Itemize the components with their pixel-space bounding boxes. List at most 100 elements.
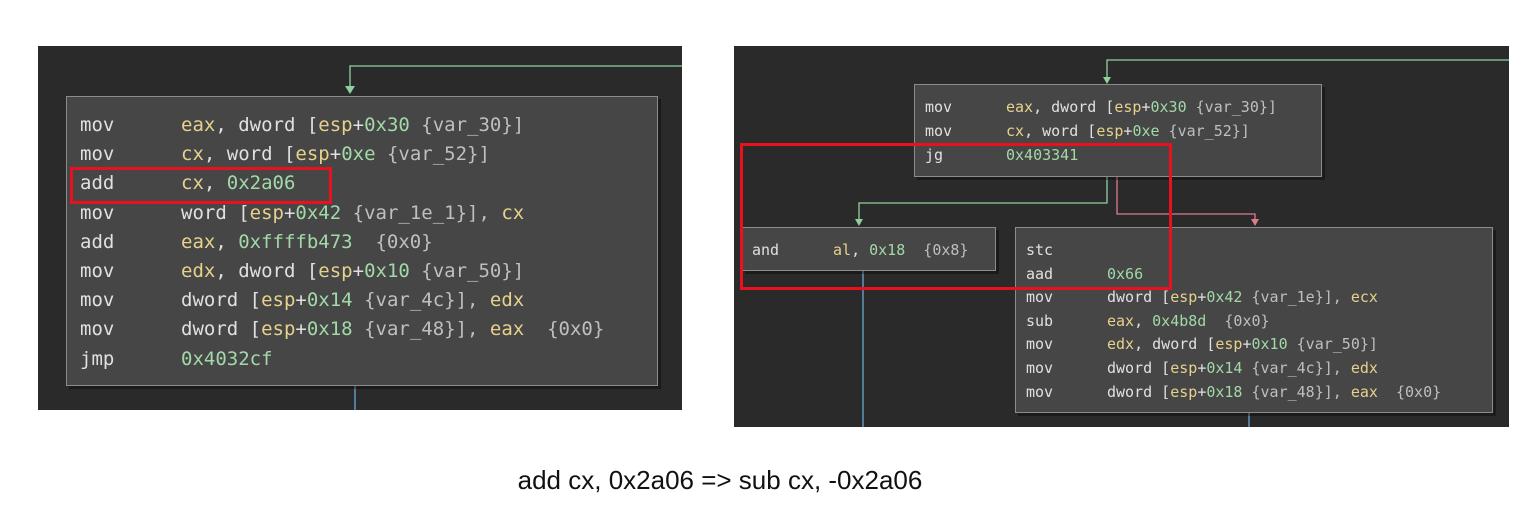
operand-token: esp	[1096, 122, 1124, 140]
incoming-edge-arrow	[1103, 77, 1111, 84]
operand-token: 0xe	[1132, 122, 1160, 140]
operand-token: ,	[851, 241, 870, 259]
operands: 0x4032cf	[181, 345, 273, 374]
operand-token: {var_52}]	[375, 143, 490, 166]
operand-token: esp	[318, 114, 353, 136]
operand-token: esp	[261, 289, 296, 312]
operand-token: {var_1e}],	[1242, 288, 1351, 307]
mnemonic: add	[80, 230, 115, 253]
mnemonic: jg	[925, 146, 944, 164]
caption: add cx, 0x2a06 => sub cx, -0x2a06	[517, 465, 923, 495]
operand-token: dword [	[1107, 382, 1171, 401]
operand-token: , dword [	[215, 260, 319, 282]
operands: 0x66	[1107, 263, 1143, 287]
operand-token: +	[1242, 335, 1252, 354]
operand-token: esp	[1170, 359, 1198, 377]
operand-token: +	[1197, 288, 1207, 307]
operand-token: {0x8}	[905, 241, 969, 259]
mnemonic: mov	[1026, 359, 1054, 377]
operand-token: , dword [	[1033, 98, 1115, 116]
incoming-edge-arrow	[345, 86, 355, 94]
true-branch-arrow	[855, 219, 863, 226]
operand-token: esp	[1114, 98, 1142, 116]
mnemonic: mov	[80, 143, 115, 166]
operand-token: {var_30}]	[1186, 98, 1277, 116]
operand-token: cx	[1006, 122, 1025, 140]
operand-token: esp	[295, 143, 330, 166]
operands: dword [esp+0x14 {var_4c}], edx	[1107, 357, 1378, 381]
basic-block-and[interactable]: and al, 0x18 {0x8}	[742, 227, 996, 271]
mnemonic: and	[752, 241, 780, 259]
false-branch-arrow	[1251, 219, 1259, 226]
operand-token: dword [	[181, 318, 262, 341]
operand-token: cx	[181, 172, 204, 195]
highlight-add-instruction	[70, 167, 332, 204]
operand-token: +	[352, 260, 365, 282]
operand-token: edx	[1350, 359, 1378, 377]
right-edges	[855, 59, 1509, 427]
operand-token: +	[1123, 122, 1133, 140]
operand-token: ,	[215, 230, 239, 253]
operand-token: 0x14	[306, 289, 353, 312]
mnemonic: mov	[80, 201, 115, 224]
operand-token: 0x10	[364, 260, 410, 282]
operand-token: 0x4032cf	[181, 347, 273, 370]
mnemonic: mov	[80, 114, 115, 136]
operands: word [esp+0x42 {var_1e_1}], cx	[181, 199, 524, 228]
operand-token: ,	[1134, 311, 1153, 330]
operand-token: {var_48}],	[352, 318, 490, 341]
operand-token: +	[1197, 359, 1207, 377]
operand-token: 0x403341	[1006, 146, 1079, 164]
operand-token: , dword [	[215, 114, 319, 136]
operands: eax, 0x4b8d {0x0}	[1107, 310, 1270, 334]
operand-token: cx	[501, 201, 525, 224]
operand-token: {var_50}]	[409, 260, 525, 282]
mnemonic: mov	[80, 289, 115, 312]
operand-token: dword [	[181, 289, 262, 312]
operand-token: 0xe	[341, 143, 376, 166]
operands: cx, word [esp+0xe {var_52}]	[181, 140, 490, 169]
left-edges	[345, 65, 682, 410]
operand-token: +	[1197, 382, 1207, 401]
false-branch-edge	[1116, 177, 1256, 221]
incoming-edge	[1106, 59, 1509, 79]
mnemonic: mov	[1026, 288, 1054, 307]
mnemonic: jmp	[80, 347, 115, 370]
mnemonic: mov	[925, 122, 953, 140]
operand-token: {var_30}]	[409, 114, 525, 136]
operand-token: {0x0}	[352, 230, 433, 253]
mnemonic: sub	[1026, 311, 1054, 330]
operand-token: 0x42	[295, 201, 342, 224]
operands: dword [esp+0x42 {var_1e}], ecx	[1107, 286, 1378, 310]
operands: 0x403341	[1006, 143, 1078, 167]
operands: eax, dword [esp+0x30 {var_30}]	[1006, 95, 1277, 119]
operands: al, 0x18 {0x8}	[833, 238, 968, 262]
operand-token: 0x66	[1107, 264, 1144, 283]
operand-token: 0x42	[1206, 288, 1243, 307]
operand-token: +	[283, 201, 296, 224]
operand-token: esp	[249, 201, 284, 224]
operands: dword [esp+0x14 {var_4c}], edx	[181, 286, 524, 315]
operand-token: {var_1e_1}],	[341, 201, 502, 224]
operands: cx, 0x2a06	[181, 169, 295, 198]
operand-token: 0x10	[1251, 335, 1288, 354]
incoming-edge	[349, 65, 682, 88]
operand-token: esp	[1170, 288, 1198, 307]
operand-token: dword [	[1107, 359, 1171, 377]
operand-token: 0x30	[1150, 98, 1187, 116]
mnemonic: stc	[1026, 241, 1054, 259]
operand-token: {var_52}]	[1159, 122, 1250, 140]
operand-token: esp	[1170, 382, 1198, 401]
mnemonic: mov	[1026, 335, 1054, 354]
mnemonic: mov	[80, 260, 115, 282]
operand-token: esp	[261, 318, 296, 341]
operand-token: +	[295, 318, 307, 341]
operand-token: , word [	[1024, 122, 1097, 140]
operands: eax, dword [esp+0x30 {var_30}]	[181, 111, 524, 140]
operands: cx, word [esp+0xe {var_52}]	[1006, 119, 1250, 143]
